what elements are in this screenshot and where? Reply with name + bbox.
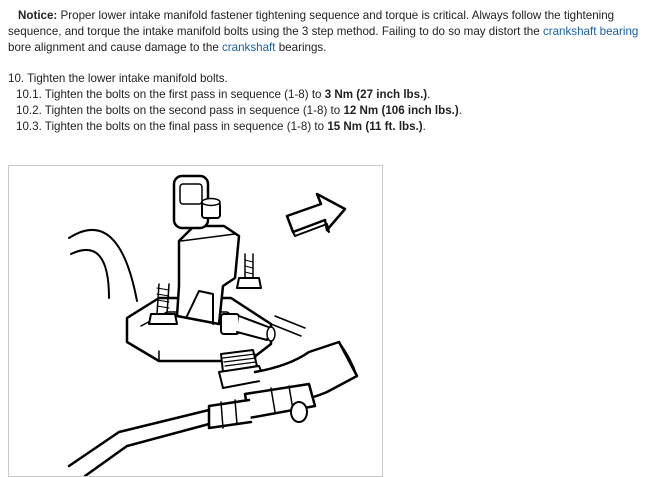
- procedure-step: 10. Tighten the lower intake manifold bo…: [8, 71, 644, 135]
- substep-3-period: .: [422, 120, 426, 133]
- substep-1-text: 10.1. Tighten the bolts on the first pas…: [16, 88, 322, 101]
- substep-1: 10.1. Tighten the bolts on the first pas…: [8, 87, 644, 103]
- notice-text-1: Proper lower intake manifold fastener ti…: [8, 9, 615, 38]
- sensor-body: [175, 224, 241, 326]
- notice-text-2: bore alignment and cause damage to the: [8, 41, 219, 54]
- substep-2-period: .: [458, 104, 463, 117]
- notice-text-3: bearings.: [278, 41, 327, 54]
- step-heading: 10. Tighten the lower intake manifold bo…: [8, 72, 228, 85]
- substep-3-torque: 15 Nm (11 ft. lbs.): [327, 120, 423, 133]
- substep-3-text: 10.3. Tighten the bolts on the final pas…: [16, 120, 325, 133]
- substep-2-text: 10.2. Tighten the bolts on the second pa…: [16, 104, 341, 117]
- crankshaft-bearing-link[interactable]: crankshaft bearing: [542, 25, 639, 38]
- motion-arc-inner: [70, 249, 110, 299]
- bolt-left-icon: [148, 283, 178, 325]
- intake-manifold-drawing: [67, 174, 359, 476]
- flange-hose-fitting: [220, 313, 276, 342]
- substep-1-period: .: [427, 88, 431, 101]
- substep-2: 10.2. Tighten the bolts on the second pa…: [8, 103, 644, 119]
- motion-arc-outer: [68, 228, 138, 302]
- crankshaft-link[interactable]: crankshaft: [222, 41, 276, 54]
- vacuum-hose-lower: [207, 398, 253, 430]
- substep-3: 10.3. Tighten the bolts on the final pas…: [8, 119, 644, 135]
- direction-arrow-icon: [285, 192, 347, 234]
- bolt-right-icon: [236, 253, 262, 289]
- substep-1-torque: 3 Nm (27 inch lbs.): [324, 88, 428, 101]
- hose-to-left: [67, 408, 211, 476]
- intake-manifold-figure: [8, 165, 383, 477]
- substep-2-torque: 12 Nm (106 inch lbs.): [343, 104, 459, 117]
- notice-label: Notice:: [18, 9, 58, 22]
- article-content: Notice: Proper lower intake manifold fas…: [8, 8, 644, 135]
- notice-paragraph: Notice: Proper lower intake manifold fas…: [8, 8, 644, 56]
- pcv-valve: [218, 349, 266, 389]
